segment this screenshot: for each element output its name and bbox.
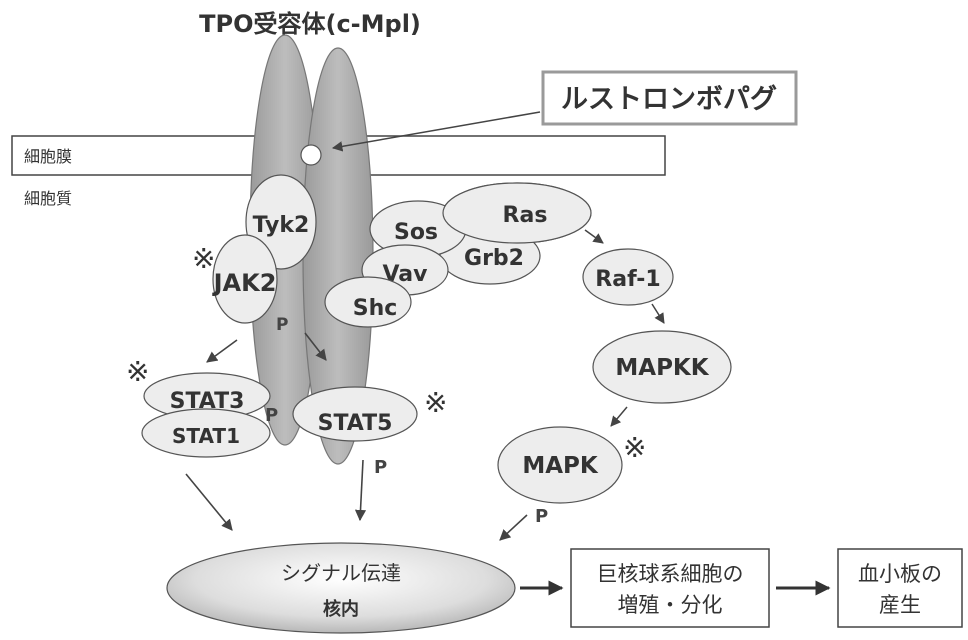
raf1-protein: Raf-1 xyxy=(582,248,674,306)
phospho-stat: P xyxy=(265,405,278,426)
ras-label: Ras xyxy=(503,203,548,228)
nucleus: シグナル伝達 核内 xyxy=(166,542,516,634)
mapk-asterisk: ※ xyxy=(623,431,646,464)
phospho-receptor: P xyxy=(276,315,288,335)
outcome-platelet-box: 血小板の 産生 xyxy=(837,548,963,628)
binding-site xyxy=(300,144,322,166)
outcome-proliferation-box: 巨核球系細胞の 増殖・分化 xyxy=(570,548,770,628)
arrow-ras-to-raf1 xyxy=(584,229,604,244)
svg-text:MAPK: MAPK xyxy=(522,453,599,479)
arrow-stat1-to-nucleus xyxy=(185,473,233,531)
jak2-protein: JAK2 xyxy=(212,234,278,324)
ras-overlay xyxy=(442,182,592,244)
drug-label-box: ルストロンボパグ xyxy=(541,70,798,126)
svg-text:Tyk2: Tyk2 xyxy=(253,213,310,238)
arrow-receptor-to-stat5 xyxy=(304,332,327,361)
svg-text:STAT1: STAT1 xyxy=(172,424,240,448)
svg-text:巨核球系細胞の: 巨核球系細胞の xyxy=(597,562,744,586)
arrow-mapkk-to-mapk xyxy=(610,406,628,427)
arrow-raf1-to-mapkk xyxy=(651,303,665,324)
nucleus-line1: シグナル伝達 xyxy=(281,561,401,585)
svg-text:Grb2: Grb2 xyxy=(464,246,524,271)
phospho-mapk: P xyxy=(535,506,548,527)
mapkk-protein: MAPKK xyxy=(592,330,732,404)
shc-protein: Shc xyxy=(324,276,412,328)
cytoplasm-label: 細胞質 xyxy=(24,189,72,208)
svg-text:MAPKK: MAPKK xyxy=(615,355,709,381)
stat3-asterisk: ※ xyxy=(126,355,149,388)
mapk-protein: MAPK xyxy=(497,426,623,504)
membrane-label: 細胞膜 xyxy=(24,147,72,166)
stat5-protein: STAT5 xyxy=(292,386,418,442)
stat5-asterisk: ※ xyxy=(424,386,447,419)
nucleus-line2: 核内 xyxy=(323,598,359,620)
svg-text:増殖・分化: 増殖・分化 xyxy=(618,593,723,617)
drug-binding-arrow xyxy=(331,111,541,152)
drug-label: ルストロンボパグ xyxy=(561,83,777,115)
svg-text:STAT5: STAT5 xyxy=(318,411,393,436)
svg-text:血小板の: 血小板の xyxy=(858,562,942,586)
svg-text:Shc: Shc xyxy=(353,296,398,321)
jak2-asterisk: ※ xyxy=(192,242,215,275)
stat1-protein: STAT1 xyxy=(141,408,271,458)
arrow-jak2-to-stat3 xyxy=(206,339,238,363)
svg-text:JAK2: JAK2 xyxy=(212,269,277,297)
svg-text:Sos: Sos xyxy=(394,220,438,245)
receptor-title: TPO受容体(c-Mpl) xyxy=(199,10,421,38)
svg-text:産生: 産生 xyxy=(879,593,921,617)
arrow-mapk-to-nucleus xyxy=(499,514,528,541)
phospho-stat5: P xyxy=(374,457,387,478)
arrow-stat5-to-nucleus xyxy=(354,459,367,522)
svg-text:Raf-1: Raf-1 xyxy=(595,267,660,292)
